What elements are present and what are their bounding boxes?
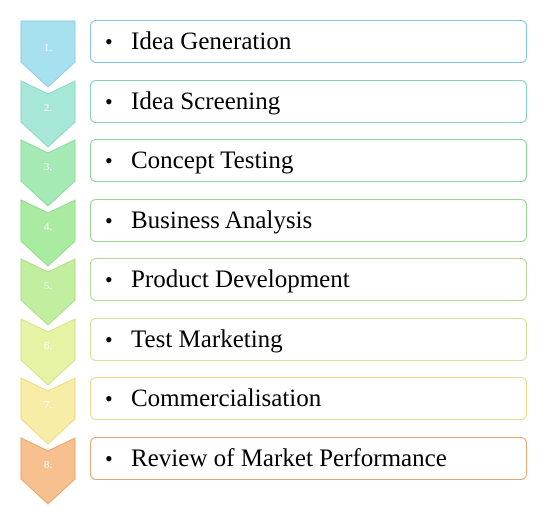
step-1-number: 1.: [43, 42, 53, 54]
step-4-box: • Business Analysis: [90, 199, 527, 242]
step-1-box: • Idea Generation: [90, 20, 527, 63]
step-5-box: • Product Development: [90, 258, 527, 301]
step-3-chevron: 3.: [20, 139, 76, 207]
step-2-label: Idea Screening: [131, 87, 281, 115]
step-3: 3. • Concept Testing: [0, 139, 553, 207]
step-4-number: 4.: [43, 221, 53, 233]
step-8-chevron: 8.: [20, 437, 76, 505]
bullet-icon: •: [105, 445, 113, 471]
step-4-label: Business Analysis: [131, 206, 313, 234]
step-8-label: Review of Market Performance: [131, 444, 447, 472]
step-8: 8. • Review of Market Performance: [0, 437, 553, 505]
step-7: 7. • Commercialisation: [0, 377, 553, 445]
step-2: 2. • Idea Screening: [0, 80, 553, 148]
step-6-chevron: 6.: [20, 318, 76, 386]
step-4: 4. • Business Analysis: [0, 199, 553, 267]
step-5-label: Product Development: [131, 265, 350, 293]
bullet-icon: •: [105, 266, 113, 292]
chevron-down-icon: [20, 377, 76, 445]
step-6-box: • Test Marketing: [90, 318, 527, 361]
step-1-chevron: 1.: [20, 20, 76, 88]
chevron-down-icon: [20, 318, 76, 386]
step-6-number: 6.: [43, 340, 53, 352]
chevron-down-icon: [20, 80, 76, 148]
step-3-label: Concept Testing: [131, 146, 294, 174]
chevron-down-icon: [20, 139, 76, 207]
step-3-number: 3.: [43, 161, 53, 173]
step-4-chevron: 4.: [20, 199, 76, 267]
bullet-icon: •: [105, 88, 113, 114]
step-8-number: 8.: [43, 459, 53, 471]
step-7-chevron: 7.: [20, 377, 76, 445]
step-5-chevron: 5.: [20, 258, 76, 326]
step-2-number: 2.: [43, 102, 53, 114]
step-7-number: 7.: [43, 399, 53, 411]
step-3-box: • Concept Testing: [90, 139, 527, 182]
bullet-icon: •: [105, 385, 113, 411]
step-2-chevron: 2.: [20, 80, 76, 148]
chevron-down-icon: [20, 437, 76, 505]
step-5: 5. • Product Development: [0, 258, 553, 326]
step-7-label: Commercialisation: [131, 384, 322, 412]
step-7-box: • Commercialisation: [90, 377, 527, 420]
step-1: 1. • Idea Generation: [0, 20, 553, 88]
step-1-label: Idea Generation: [131, 27, 292, 55]
bullet-icon: •: [105, 28, 113, 54]
step-8-box: • Review of Market Performance: [90, 437, 527, 480]
step-6: 6. • Test Marketing: [0, 318, 553, 386]
bullet-icon: •: [105, 147, 113, 173]
step-5-number: 5.: [43, 280, 53, 292]
bullet-icon: •: [105, 207, 113, 233]
step-2-box: • Idea Screening: [90, 80, 527, 123]
bullet-icon: •: [105, 326, 113, 352]
step-6-label: Test Marketing: [131, 325, 283, 353]
chevron-down-icon: [20, 20, 76, 88]
chevron-down-icon: [20, 199, 76, 267]
chevron-down-icon: [20, 258, 76, 326]
